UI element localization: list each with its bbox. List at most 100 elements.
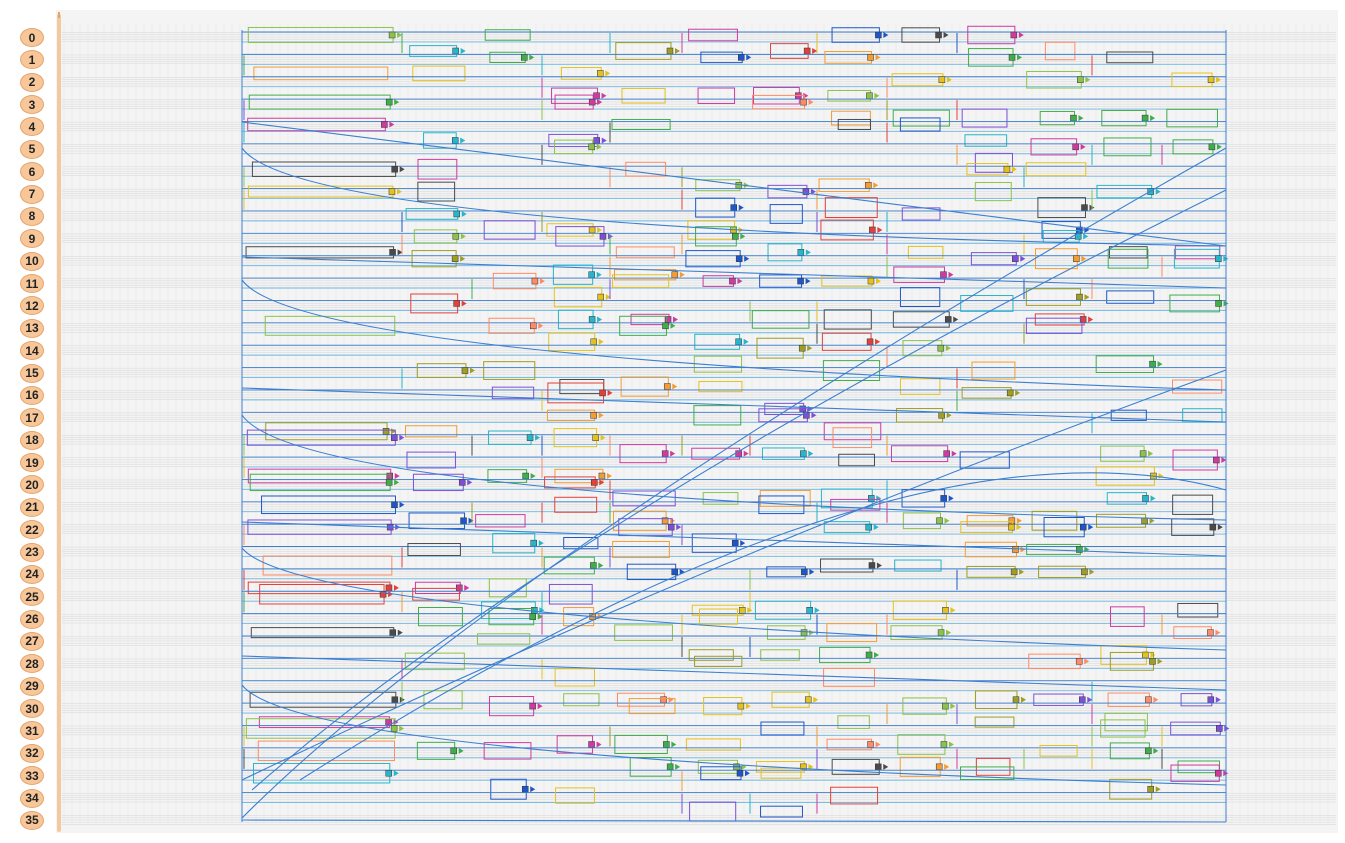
row-label[interactable]: 28 [20,654,44,674]
pin-square [664,316,672,323]
row-label[interactable]: 13 [20,318,44,338]
row-label[interactable]: 4 [20,117,44,137]
row-label[interactable]: 15 [20,363,44,383]
pin-square [1008,523,1015,531]
pin-arrow [1083,233,1089,240]
pin-square [735,255,743,262]
pin-arrow [809,629,815,636]
net-box [1109,606,1145,627]
net-box [823,309,872,330]
pin-square [1070,114,1077,122]
pin-arrow [596,143,602,150]
row-label[interactable]: 27 [20,631,44,651]
row-label[interactable]: 18 [20,430,44,450]
row-label[interactable]: 17 [20,408,44,428]
pin-square [1072,143,1079,151]
row-label[interactable]: 20 [20,475,44,495]
row-label[interactable]: 16 [20,385,44,405]
net-box [974,182,1012,202]
pin-square [385,769,393,777]
pin-arrow [1153,696,1159,703]
row-label[interactable]: 14 [20,341,44,361]
pin-arrow [1150,495,1156,502]
pin-arrow [461,300,467,307]
pin-square [385,584,393,592]
row-label[interactable]: 6 [20,162,44,182]
pin-arrow [744,255,750,262]
row-label[interactable]: 11 [20,274,44,294]
row-label[interactable]: 1 [20,50,44,70]
pin-arrow [807,345,813,352]
row-label[interactable]: 24 [20,564,44,584]
pin-square [735,338,742,346]
vertical-ruler[interactable] [57,14,61,832]
row-label[interactable]: 31 [20,721,44,741]
pin-arrow [670,322,676,329]
pin-arrow [805,249,811,256]
row-label[interactable]: 21 [20,497,44,517]
net-box [702,492,739,505]
row-label[interactable]: 12 [20,296,44,316]
pin-arrow [1221,457,1227,464]
pin-arrow [1089,568,1095,575]
row-label[interactable]: 23 [20,542,44,562]
row-label[interactable]: 22 [20,520,44,540]
pin-arrow [811,412,817,419]
pin-arrow [460,48,466,54]
row-label[interactable]: 33 [20,766,44,786]
pin-square [867,54,874,61]
pin-arrow [1155,188,1161,195]
row-label[interactable]: 2 [20,72,44,92]
net-box [899,117,941,132]
pin-arrow [737,278,743,285]
row-label[interactable]: 29 [20,676,44,696]
pin-arrow [394,479,400,486]
pin-arrow [394,99,400,106]
row-label[interactable]: 10 [20,251,44,271]
pin-square [451,137,459,144]
net-box [1174,245,1221,260]
pin-arrow [1148,450,1154,457]
pin-arrow [808,450,814,457]
row-label[interactable]: 32 [20,743,44,763]
pin-square [453,300,460,307]
row-label[interactable]: 34 [20,788,44,808]
row-label[interactable]: 19 [20,453,44,473]
pin-arrow [1085,76,1091,83]
net-box [699,608,739,625]
net-box [964,134,1008,147]
pin-arrow [1080,143,1086,150]
row-label[interactable]: 25 [20,587,44,607]
pin-arrow [396,188,402,195]
pin-square [1147,785,1154,793]
row-label[interactable]: 7 [20,184,44,204]
pin-arrow [875,338,881,345]
pin-arrow [945,345,951,352]
row-label[interactable]: 3 [20,95,44,115]
pin-square [1012,546,1019,553]
row-label[interactable]: 5 [20,139,44,159]
pin-square [875,31,882,39]
pin-square [1215,300,1222,307]
row-label[interactable]: 30 [20,699,44,719]
pin-square [388,188,396,195]
row-label[interactable]: 26 [20,609,44,629]
pin-arrow [596,741,602,748]
pin-arrow [875,278,881,285]
pin-square [800,629,808,636]
pin-arrow [469,367,475,374]
row-label[interactable]: 0 [20,28,44,47]
row-label[interactable]: 35 [20,810,44,830]
pin-square [865,523,872,531]
row-label[interactable]: 9 [20,229,44,249]
pin-square [1215,255,1222,262]
net-box [487,469,528,483]
pin-arrow [1084,658,1090,665]
net-box [695,197,736,218]
route-curve [241,279,1227,391]
row-label[interactable]: 8 [20,206,44,226]
pin-square [1149,658,1156,665]
net-box [893,266,945,283]
pin-square [937,344,945,352]
pin-square [664,383,671,390]
